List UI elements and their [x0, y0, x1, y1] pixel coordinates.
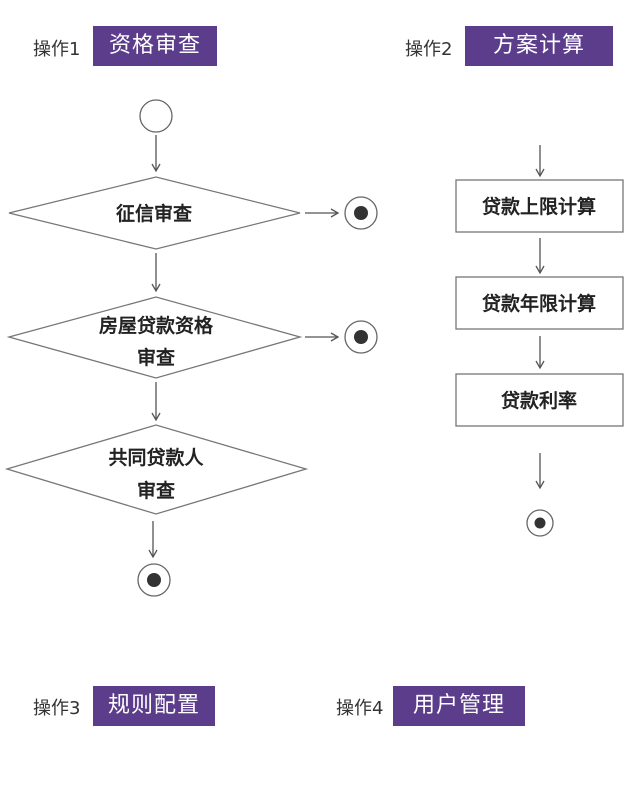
op4-tag: 用户管理 [393, 686, 525, 726]
loan-limit-calc-box [455, 179, 624, 233]
co-borrower-check-decision [4, 424, 309, 515]
co-borrower-check-text-line1: 共同贷款人 [108, 446, 204, 469]
op3-tag: 规则配置 [93, 686, 215, 726]
op4-label: 操作4 [336, 698, 384, 719]
op2-label: 操作2 [405, 39, 453, 60]
end-node-credit [344, 196, 378, 230]
end-node-housing [344, 320, 378, 354]
op2-tag: 方案计算 [465, 26, 613, 66]
op3-label: 操作3 [33, 698, 81, 719]
credit-check-text: 征信审查 [116, 202, 193, 225]
co-borrower-check-text-line2: 审查 [137, 479, 176, 502]
loan-term-calc-text: 贷款年限计算 [482, 292, 596, 315]
loan-term-calc-box [455, 276, 624, 330]
start-node [139, 99, 173, 133]
end-node-final-left [137, 563, 171, 597]
end-node-final-right [526, 509, 554, 537]
op1-label: 操作1 [33, 39, 81, 60]
op1-tag: 资格审查 [93, 26, 217, 66]
loan-rate-box [455, 373, 624, 427]
credit-check-decision [8, 176, 301, 250]
housing-loan-check-decision [6, 296, 303, 379]
loan-limit-calc-text: 贷款上限计算 [482, 195, 596, 218]
loan-rate-text: 贷款利率 [501, 389, 577, 412]
housing-loan-check-text-line2: 审查 [137, 346, 176, 369]
housing-loan-check-text-line1: 房屋贷款资格 [99, 314, 214, 337]
